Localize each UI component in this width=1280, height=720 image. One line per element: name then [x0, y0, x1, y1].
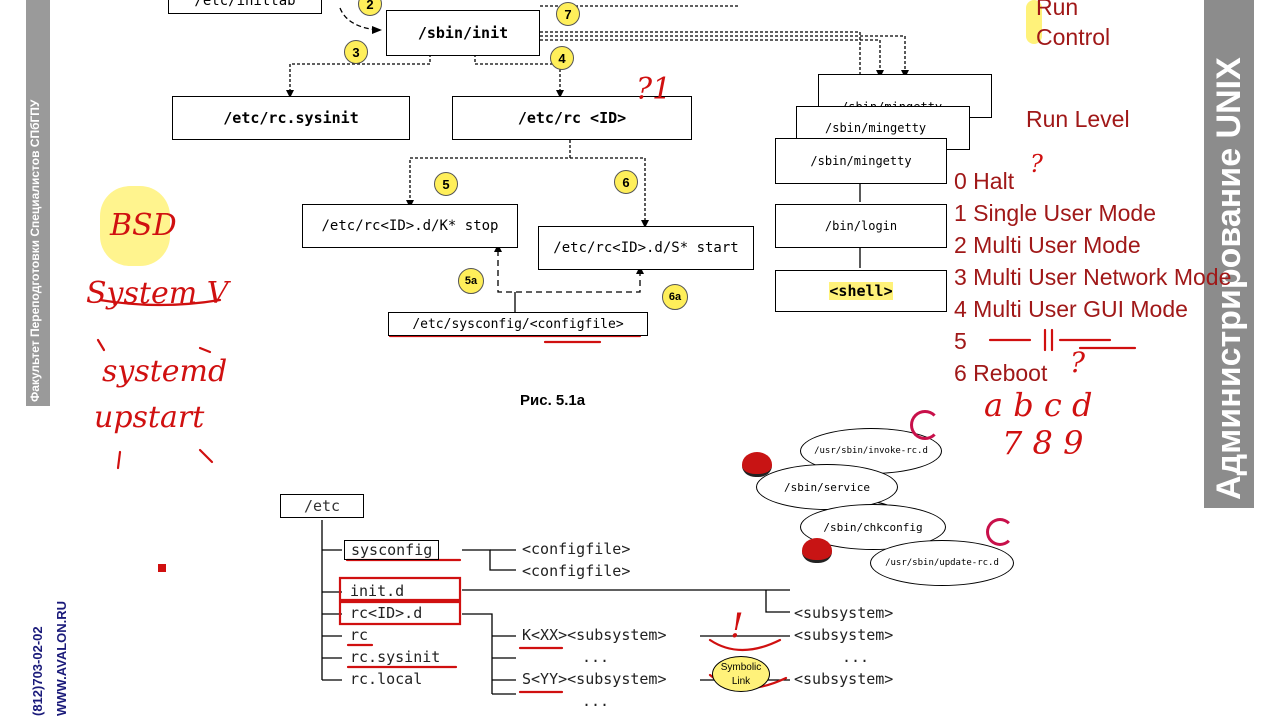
- inittab-box: /etc/inittab: [168, 0, 322, 14]
- tree-dots-2: ...: [582, 692, 610, 710]
- tree-subsystem-1: <subsystem>: [794, 604, 894, 622]
- handwritten-letters: a b c d: [984, 386, 1093, 424]
- figure-caption: Рис. 5.1a: [520, 392, 586, 409]
- redhat-logo-icon-2: [802, 538, 832, 563]
- handwritten-system-v: System V: [86, 276, 229, 311]
- tree-sysconfig: sysconfig: [344, 540, 440, 560]
- handwritten-q-reboot: ?: [1070, 346, 1086, 379]
- step-7: 7: [556, 2, 580, 26]
- tree-configfile-2: <configfile>: [522, 562, 631, 580]
- rc-start-box: /etc/rc<ID>.d/S* start: [538, 226, 754, 270]
- symbolic-link-label: Symbolic Link: [712, 656, 770, 692]
- shell-box: <shell>: [775, 270, 947, 312]
- sysinit-box: /etc/rc.sysinit: [172, 96, 410, 140]
- run-level-0: 0 Halt: [954, 168, 1015, 194]
- tree-dots-3: ...: [842, 648, 870, 666]
- run-level-3: 3 Multi User Network Mode: [954, 264, 1232, 290]
- run-level-4: 4 Multi User GUI Mode: [954, 296, 1188, 322]
- step-6a: 6a: [662, 284, 688, 310]
- run-level-title: Run Level: [1026, 106, 1130, 132]
- handwritten-q71: ?1: [636, 72, 672, 107]
- run-control-highlight: [1026, 0, 1042, 44]
- tree-kxx: K<XX><subsystem>: [522, 626, 667, 644]
- rc-stop-box: /etc/rc<ID>.d/K* stop: [302, 204, 518, 248]
- tree-subsystem-2: <subsystem>: [794, 626, 894, 644]
- run-level-1: 1 Single User Mode: [954, 200, 1156, 226]
- handwritten-digits: 7 8 9: [1002, 424, 1084, 462]
- sysconfig-box: /etc/sysconfig/<configfile>: [388, 312, 648, 336]
- login-box: /bin/login: [775, 204, 947, 248]
- handwritten-bsd: BSD: [110, 208, 177, 243]
- tree-initd: init.d: [350, 582, 405, 600]
- run-level-5: 5: [954, 328, 967, 354]
- step-5: 5: [434, 172, 458, 196]
- right-strip-text: Администрирование UNIX: [1210, 57, 1248, 500]
- tree-rcid: rc<ID>.d: [350, 604, 423, 622]
- debian-swirl-icon-2: [986, 518, 1014, 546]
- left-strip: [26, 0, 50, 406]
- handwritten-q-halt: ?: [1030, 150, 1043, 178]
- right-strip: [1204, 0, 1254, 508]
- handwritten-systemd: systemd: [102, 354, 228, 389]
- bsd-highlight: [100, 186, 170, 266]
- run-level-2: 2 Multi User Mode: [954, 232, 1141, 258]
- step-3: 3: [344, 40, 368, 64]
- mingetty-box-3: /sbin/mingetty: [775, 138, 947, 184]
- red-dot: [158, 564, 166, 572]
- step-5a: 5a: [458, 268, 484, 294]
- step-4: 4: [550, 46, 574, 70]
- left-strip-bottom: [26, 560, 76, 720]
- tree-dots-1: ...: [582, 648, 610, 666]
- run-level-6: 6 Reboot: [954, 360, 1048, 386]
- tree-rcsysinit: rc.sysinit: [350, 648, 441, 666]
- debian-swirl-icon: [910, 410, 940, 440]
- tree-configfile-1: <configfile>: [522, 540, 631, 558]
- step-6: 6: [614, 170, 638, 194]
- update-rc-ellipse: /usr/sbin/update-rc.d: [870, 540, 1014, 586]
- redhat-logo-icon: [742, 452, 772, 477]
- handwritten-upstart: upstart: [94, 400, 205, 435]
- tree-rclocal: rc.local: [350, 670, 423, 688]
- run-control-line2: Control: [1036, 24, 1111, 50]
- tree-rc: rc: [350, 626, 369, 644]
- handwritten-exclamation: !: [730, 606, 744, 646]
- tree-syy: S<YY><subsystem>: [522, 670, 667, 688]
- init-box: /sbin/init: [386, 10, 540, 56]
- tree-subsystem-3: <subsystem>: [794, 670, 894, 688]
- run-control-line1: Run: [1036, 0, 1079, 20]
- link-text: Link: [731, 676, 751, 687]
- symbolic-text: Symbolic: [720, 662, 762, 673]
- tree-root-box: /etc: [280, 494, 364, 518]
- rc-box: /etc/rc <ID>: [452, 96, 692, 140]
